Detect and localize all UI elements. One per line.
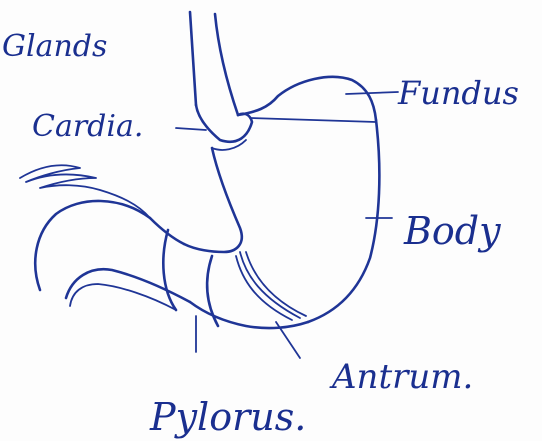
pylorus-label: Pylorus.: [149, 395, 306, 439]
duodenum-scribble: [20, 165, 150, 218]
antrum-lower-edge: [190, 302, 308, 328]
body-label: Body: [403, 209, 501, 253]
cardia-region: [196, 105, 252, 142]
esophagus-left-wall: [190, 12, 196, 105]
pyloric-divider-1: [163, 230, 176, 310]
greater-curvature: [308, 120, 379, 322]
fundus-boundary-line: [250, 118, 376, 122]
cardia-leader-line: [176, 128, 206, 130]
lesser-curvature: [184, 148, 242, 252]
esophagus-right-wall: [215, 14, 238, 115]
cardia-label: Cardia.: [32, 109, 143, 144]
pyloric-divider-2: [207, 256, 218, 326]
antrum-label: Antrum.: [329, 357, 473, 397]
fundus-outline: [238, 77, 376, 120]
fundus-leader-line: [346, 92, 398, 94]
glands-label: Glands: [2, 29, 107, 64]
fundus-label: Fundus: [397, 74, 519, 112]
